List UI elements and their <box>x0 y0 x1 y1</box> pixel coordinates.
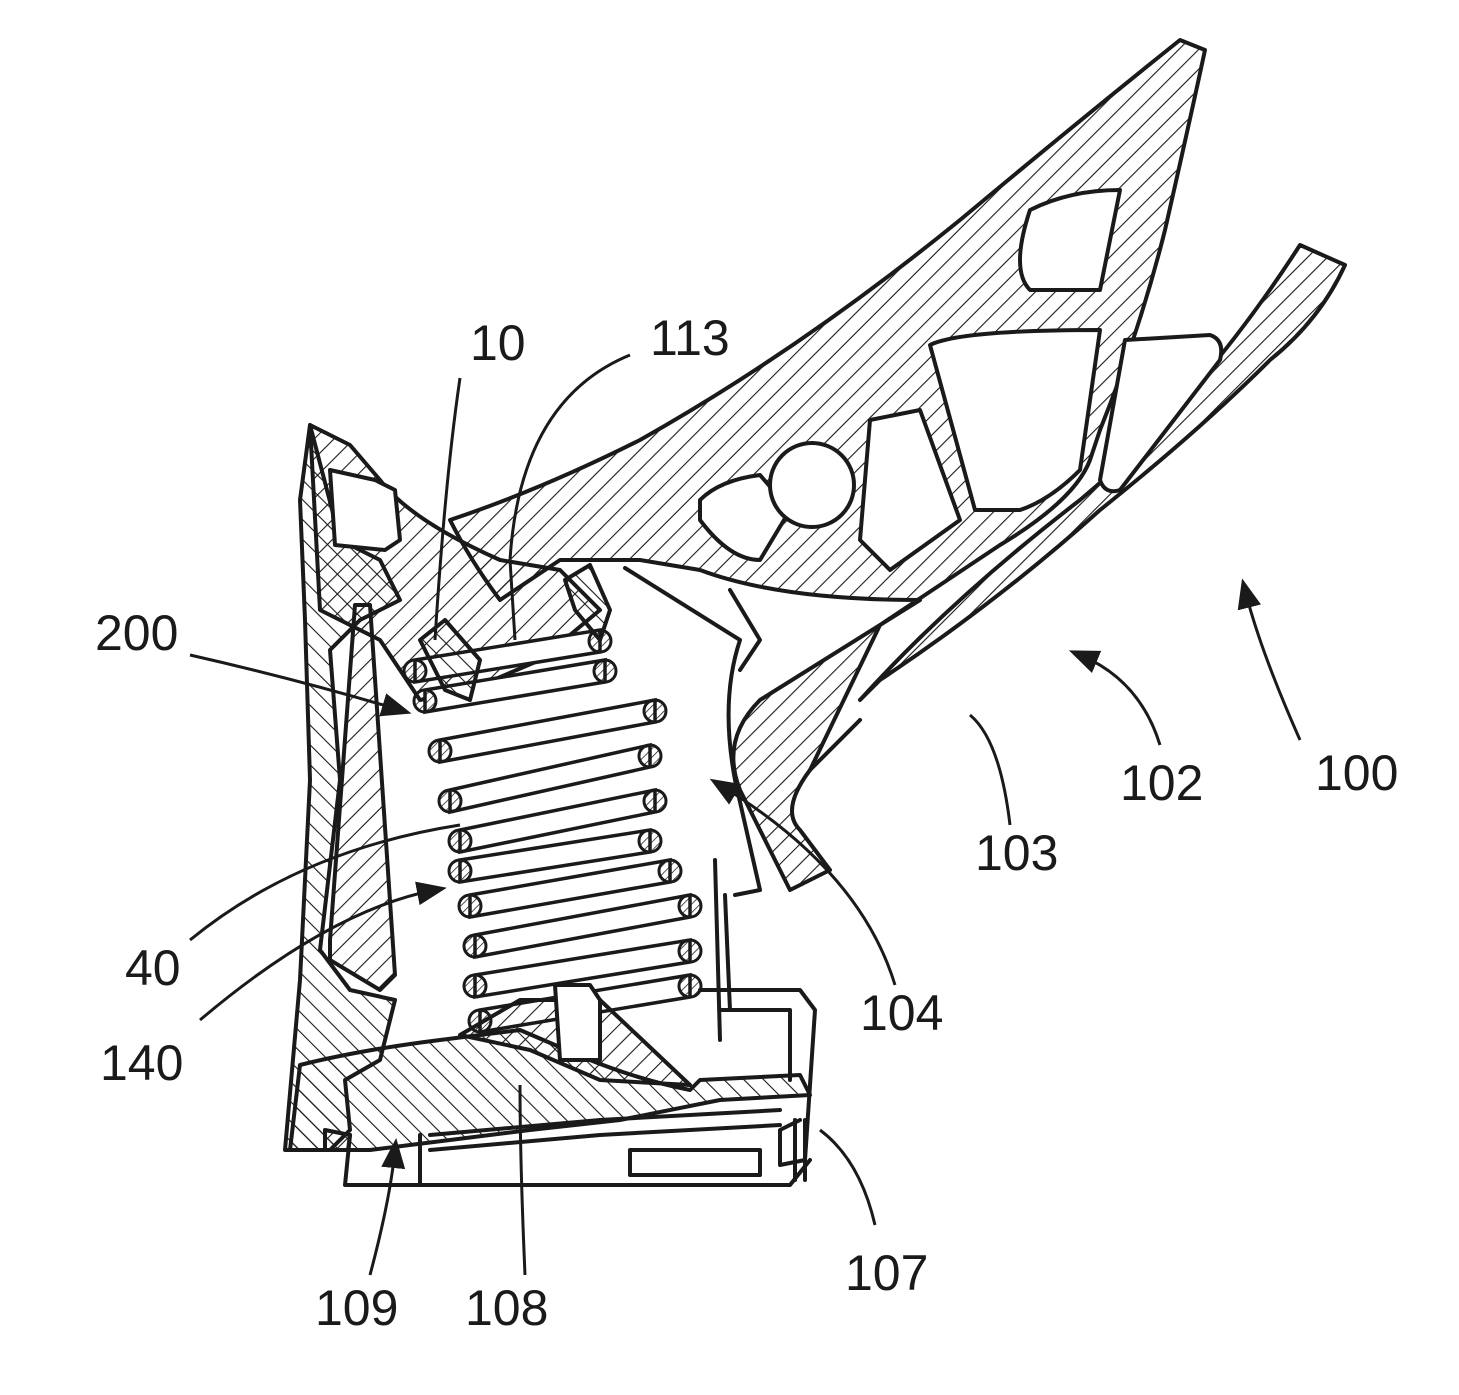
coil-wire-section <box>639 830 661 852</box>
coil-wire-section <box>459 895 481 917</box>
label-10: 10 <box>470 315 526 371</box>
coil-wire-section <box>449 860 471 882</box>
coil-wire-section <box>639 745 661 767</box>
label-140: 140 <box>100 1035 183 1091</box>
coil-wire-section <box>439 790 461 812</box>
coil-wire-section <box>464 975 486 997</box>
label-109: 109 <box>315 1280 398 1336</box>
coil-wire-section <box>679 895 701 917</box>
coil-wire-section <box>414 690 436 712</box>
label-113: 113 <box>650 310 730 366</box>
coil-wire-section <box>644 700 666 722</box>
label-102: 102 <box>1120 755 1203 811</box>
label-104: 104 <box>860 985 943 1041</box>
coil-wire-section <box>449 830 471 852</box>
label-107: 107 <box>845 1245 928 1301</box>
label-100: 100 <box>1315 745 1398 801</box>
coil-wire-section <box>429 740 451 762</box>
coil-wire-section <box>644 790 666 812</box>
coil-wire-section <box>404 660 426 682</box>
coil-wire-section <box>679 975 701 997</box>
label-108: 108 <box>465 1280 548 1336</box>
coil-wire-section <box>594 660 616 682</box>
coil-wire-section <box>464 935 486 957</box>
label-40: 40 <box>125 940 181 996</box>
coil-wire-section <box>659 860 681 882</box>
label-103: 103 <box>975 825 1058 881</box>
coil-wire-section <box>679 940 701 962</box>
label-200: 200 <box>95 605 178 661</box>
